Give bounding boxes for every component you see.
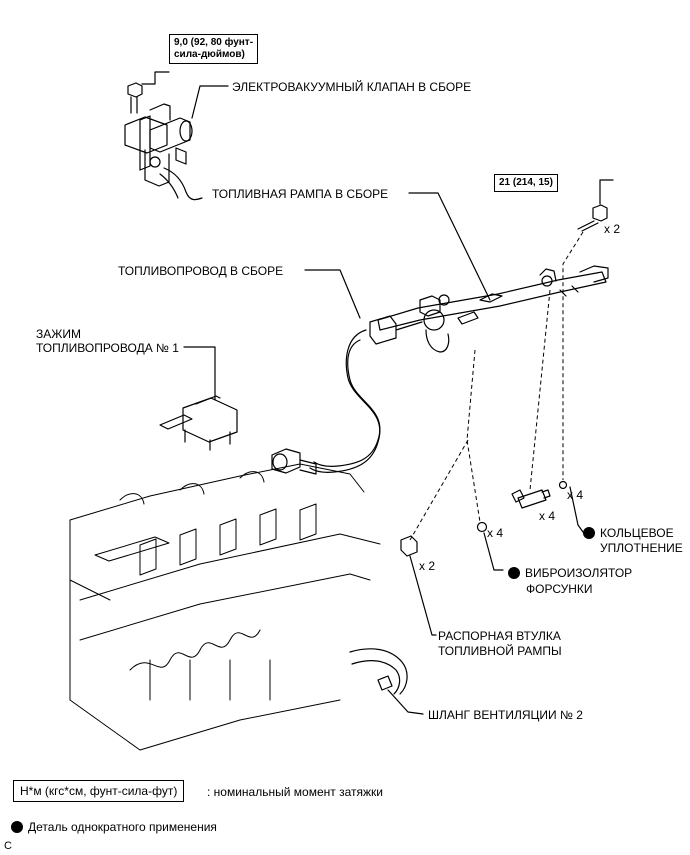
non-reusable-icon bbox=[583, 527, 595, 539]
insulator-label: ВИБРОИЗОЛЯТОР bbox=[508, 566, 632, 580]
spacer-label-line2: ТОПЛИВНОЙ РАМПЫ bbox=[438, 644, 562, 658]
insulator-drawing bbox=[476, 521, 488, 533]
o-ring-label-line1: КОЛЬЦЕВОЕ bbox=[600, 526, 674, 540]
clamp-label-line2: ТОПЛИВОПРОВОДА № 1 bbox=[36, 341, 179, 355]
o-ring-quantity: x 4 bbox=[567, 488, 584, 502]
legend-non-reusable: Деталь однократного применения bbox=[11, 820, 217, 834]
vent-hose-label: ШЛАНГ ВЕНТИЛЯЦИИ № 2 bbox=[428, 708, 583, 722]
o-ring-label-line2: УПЛОТНЕНИЕ bbox=[600, 541, 683, 555]
fuel-tube-label: ТОПЛИВОПРОВОД В СБОРЕ bbox=[118, 264, 284, 278]
insulator-quantity: x 4 bbox=[487, 526, 504, 540]
fuel-tube-drawing bbox=[271, 315, 423, 475]
legend-torque-box: Н*м (кгс*см, фунт-сила-фут) bbox=[13, 780, 185, 802]
insulator-label-line1: ВИБРОИЗОЛЯТОР bbox=[525, 566, 633, 580]
clamp-label-line1: ЗАЖИМ bbox=[36, 327, 81, 341]
clamp-drawing bbox=[159, 395, 238, 451]
non-reusable-icon bbox=[11, 821, 23, 833]
vent-hose-drawing bbox=[349, 648, 408, 695]
spacer-drawing bbox=[400, 535, 418, 557]
rail-bolt-torque-box: 21 (214, 15) bbox=[494, 174, 558, 192]
engine-drawing bbox=[69, 463, 381, 751]
delivery-pipe-label: ТОПЛИВНАЯ РАМПА В СБОРЕ bbox=[212, 187, 389, 201]
o-ring-label: КОЛЬЦЕВОЕ bbox=[583, 526, 674, 540]
vsv-assembly-drawing bbox=[124, 82, 203, 201]
vsv-bolt-torque-box: 9,0 (92, 80 фунт- сила-дюймов) bbox=[169, 34, 259, 64]
legend-torque-description: : номинальный момент затяжки bbox=[207, 785, 383, 799]
legend-non-reusable-text: Деталь однократного применения bbox=[28, 820, 217, 834]
o-ring-drawing bbox=[558, 480, 568, 490]
spacer-label-line1: РАСПОРНАЯ ВТУЛКА bbox=[438, 629, 561, 643]
delivery-pipe-drawing bbox=[377, 265, 609, 353]
corner-code: C bbox=[4, 840, 12, 852]
injector-quantity: x 4 bbox=[539, 509, 556, 523]
spacer-quantity: x 2 bbox=[419, 559, 436, 573]
vsv-label: ЭЛЕКТРОВАКУУМНЫЙ КЛАПАН В СБОРЕ bbox=[232, 80, 472, 94]
rail-bolt-drawing bbox=[577, 204, 608, 232]
rail-bolt-quantity: x 2 bbox=[604, 222, 621, 236]
insulator-label-line2: ФОРСУНКИ bbox=[526, 582, 593, 596]
non-reusable-icon bbox=[508, 567, 520, 579]
injector-drawing bbox=[511, 489, 551, 509]
